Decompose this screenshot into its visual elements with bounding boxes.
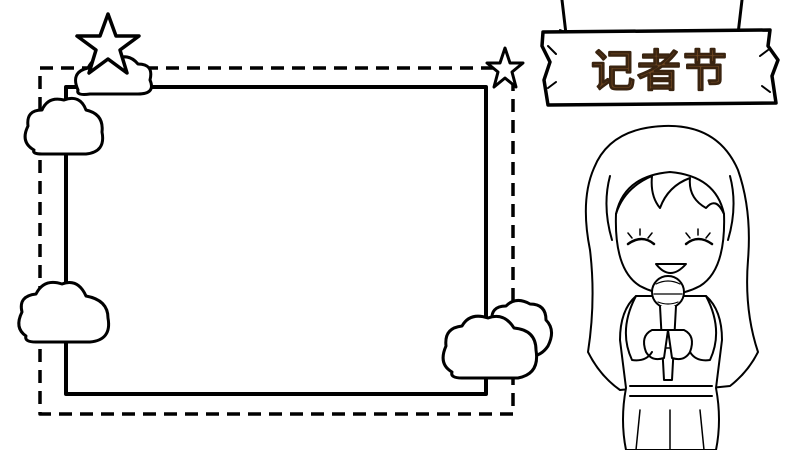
left-eye <box>626 237 656 246</box>
microphone-icon <box>651 275 685 381</box>
hands <box>643 329 693 361</box>
mouth <box>655 263 687 274</box>
sign-board <box>540 28 780 107</box>
left-lower-cloud-icon <box>17 280 111 344</box>
right-eye <box>684 237 714 246</box>
left-upper-cloud-icon <box>23 96 105 156</box>
hanging-sign: 记者节 <box>540 0 780 107</box>
right-front-cloud-icon <box>441 314 539 380</box>
dashed-outer-border <box>38 66 515 416</box>
corner-star-icon <box>485 46 525 89</box>
bangs <box>615 175 725 215</box>
star-icon <box>75 12 141 75</box>
reporter-girl <box>584 124 759 450</box>
sign-title: 记者节 <box>591 46 729 97</box>
writing-frame <box>64 85 488 396</box>
